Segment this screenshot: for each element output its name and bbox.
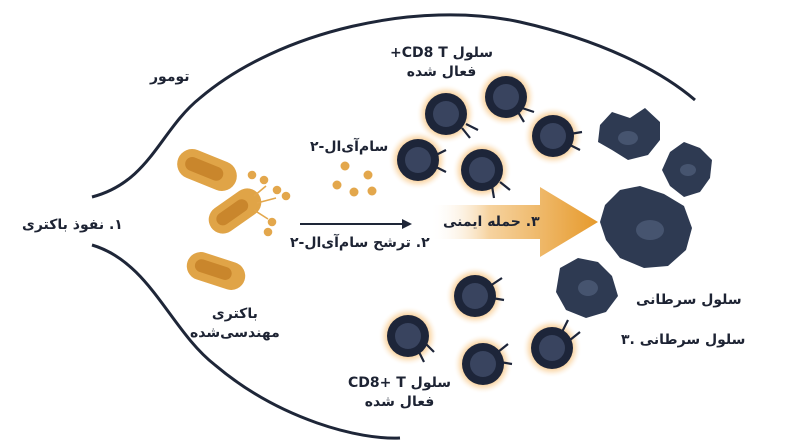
- tcell: [522, 318, 582, 378]
- immune-attack-arrow: [430, 187, 598, 257]
- bacterium-inner: [185, 157, 224, 181]
- tcell-bottom-line2: فعال شده: [364, 394, 435, 410]
- tumor-boundary-lower: [91, 243, 401, 440]
- tcell-bottom-label: سلول CD8+ T فعال شده: [348, 374, 451, 412]
- step2-arrow: [300, 219, 412, 229]
- tcell-bottom-line1: سلول CD8+ T: [348, 375, 452, 391]
- bacteria-group: [177, 149, 262, 290]
- bacterium-inner: [216, 199, 249, 226]
- tcell: [378, 306, 438, 366]
- bacteria-label-line2: مهندسی‌شده: [190, 325, 280, 341]
- tcell-top-line1: سلول CD8 T+: [390, 45, 494, 61]
- tumor-label: تومور: [150, 69, 190, 85]
- step2-label: ۲. ترشح سام‌آی‌ال-۲: [290, 235, 430, 251]
- tcell: [416, 84, 479, 144]
- tcell: [523, 106, 583, 166]
- cancer-cells-label: سلول سرطانی: [636, 292, 742, 308]
- tcell: [445, 266, 505, 326]
- bacterium-inner: [194, 259, 232, 280]
- tcell: [452, 140, 512, 200]
- bacteria-label-line1: باکتری: [211, 306, 258, 322]
- tcells-top: [388, 67, 583, 200]
- tcell: [476, 67, 536, 127]
- tcell: [388, 130, 448, 190]
- tumor-boundary: [91, 13, 696, 199]
- siral-small-label: سام‌آی‌ال-۲: [310, 139, 389, 155]
- tcells-bottom: [378, 266, 582, 394]
- bacteria-label: باکتری مهندسی‌شده: [190, 305, 280, 343]
- secretion-lines: [247, 170, 291, 237]
- siral-particles: [332, 161, 377, 197]
- tcell-top-line2: فعال شده: [406, 64, 477, 80]
- tcell: [453, 334, 513, 394]
- cancer-cells-3-label: سلول سرطانی .۳: [621, 332, 746, 348]
- step3-label: ۳. حمله ایمنی: [443, 214, 540, 230]
- tcell-top-label: سلول CD8 T+ فعال شده: [390, 44, 493, 82]
- cancer-cells: [556, 108, 712, 318]
- step1-label: ۱. نفوذ باکتری: [22, 217, 123, 233]
